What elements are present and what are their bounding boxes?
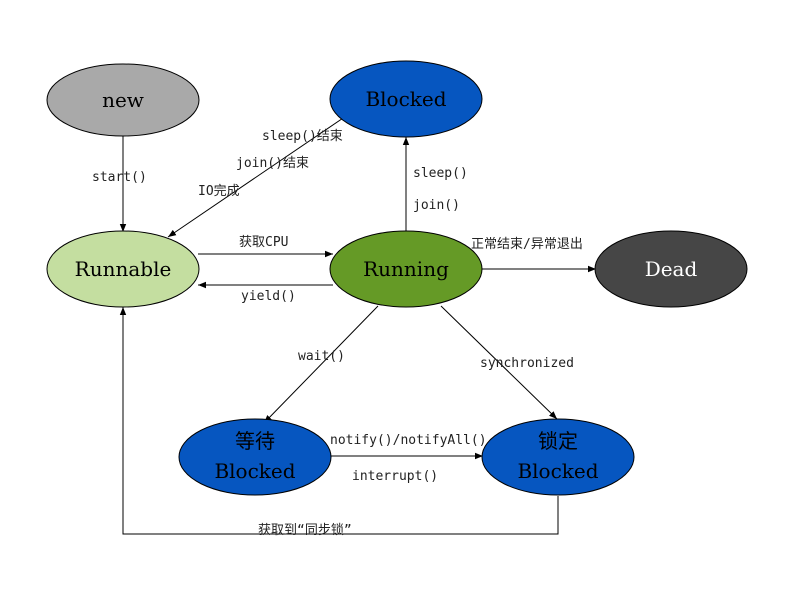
label-join-end: join()结束 [236,156,309,171]
node-wait-blocked-shape [178,418,332,496]
edge-lock-to-runnable [119,307,559,535]
label-get-cpu: 获取CPU [239,235,288,250]
label-notify: notify()/notifyAll() [330,433,487,448]
node-dead-shape [594,230,748,308]
node-running-shape [329,230,483,308]
label-finish: 正常结束/异常退出 [471,237,583,252]
label-yield: yield() [241,289,296,304]
label-sleep: sleep() [413,166,468,181]
node-dead: Dead [594,230,748,308]
node-running-label: Running [363,257,449,281]
label-start: start() [92,170,147,185]
edge-blocked-to-runnable [167,111,353,238]
node-wait-blocked-line1: 等待 [235,429,275,453]
node-lock-blocked-line2: Blocked [517,459,598,483]
label-io-done: IO完成 [198,184,240,199]
node-runnable-label: Runnable [75,257,172,281]
node-lock-blocked-shape [481,418,635,496]
label-sleep-end: sleep()结束 [262,129,343,144]
node-new-label: new [102,88,144,112]
node-blocked-shape [329,60,483,138]
node-wait-blocked-line2: Blocked [214,459,295,483]
label-synchronized: synchronized [480,356,574,371]
node-runnable: Runnable [46,230,200,308]
node-new-shape [46,63,200,137]
label-interrupt: interrupt() [352,469,438,484]
edge-labels: start() sleep()结束 join()结束 IO完成 sleep() … [92,129,583,538]
node-dead-label: Dead [645,257,698,281]
node-blocked-label: Blocked [365,87,446,111]
node-new: new [46,63,200,137]
node-blocked: Blocked [329,60,483,138]
edge-running-to-wait [263,305,379,424]
node-runnable-shape [46,230,200,308]
edge-running-to-lock [440,305,558,420]
node-lock-blocked: 锁定 Blocked [481,418,635,496]
label-wait: wait() [298,349,345,364]
node-lock-blocked-line1: 锁定 [538,429,578,453]
label-get-lock: 获取到“同步锁” [258,522,352,538]
node-running: Running [329,230,483,308]
label-join: join() [413,198,460,213]
edges [119,111,596,535]
node-wait-blocked: 等待 Blocked [178,418,332,496]
